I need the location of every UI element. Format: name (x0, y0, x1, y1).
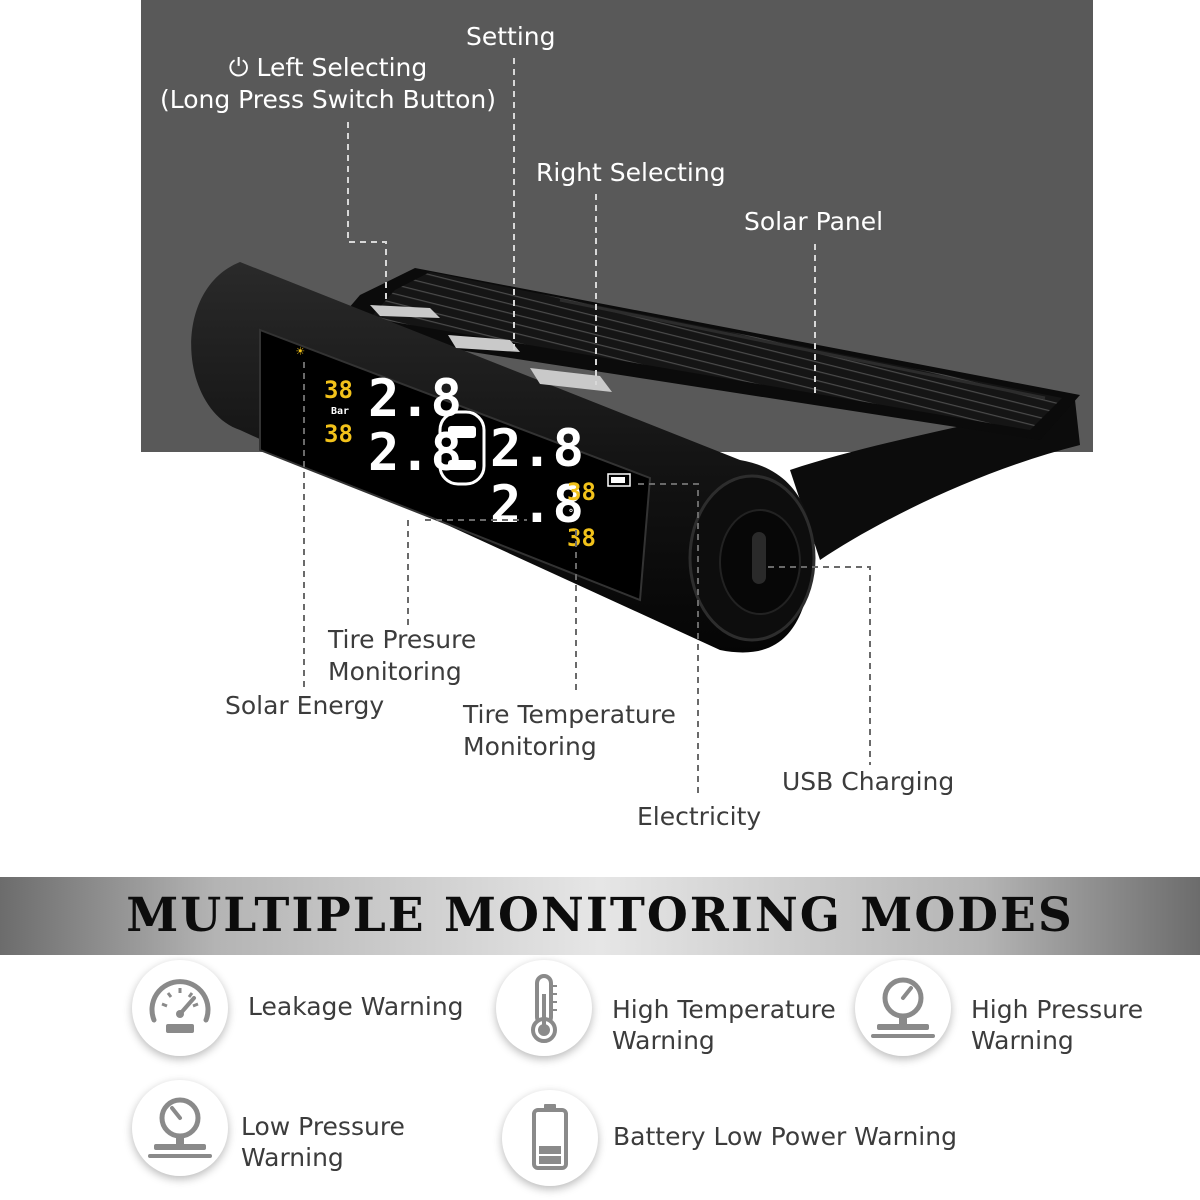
feature-label-line2: Warning (241, 1143, 344, 1172)
battery-icon (502, 1090, 598, 1186)
tire-temp-line1: Tire Temperature (463, 700, 676, 729)
car-icon (438, 410, 486, 486)
callout-solar-energy: Solar Energy (225, 691, 385, 720)
feature-low-pressure-warning: Low Pressure Warning (241, 1111, 405, 1173)
feature-label: Battery Low Power Warning (613, 1122, 957, 1151)
callout-left-selecting: ⏻ Left Selecting (Long Press Switch Butt… (158, 52, 498, 116)
feature-battery-low-power-warning: Battery Low Power Warning (613, 1121, 957, 1152)
solar-energy-indicator: ☀ (296, 344, 305, 360)
lcd-big-rear-left: 2.8 (368, 423, 462, 483)
feature-label-line2: Warning (612, 1026, 715, 1055)
feature-label-line2: Warning (971, 1026, 1074, 1055)
feature-high-pressure-warning: High Pressure Warning (971, 994, 1143, 1056)
right-button (530, 368, 612, 392)
stand-base (790, 400, 1080, 560)
power-icon: ⏻ (228, 53, 257, 82)
feature-label-line1: High Pressure (971, 995, 1144, 1024)
callout-setting: Setting (466, 22, 556, 51)
feature-label-line1: Low Pressure (241, 1112, 405, 1141)
usb-port (752, 532, 766, 584)
feature-label-line1: High Temperature (612, 995, 836, 1024)
lcd-small-right-bottom: 38 (567, 524, 596, 552)
setting-button (448, 335, 520, 352)
section-banner (0, 877, 1200, 955)
callout-solar-panel: Solar Panel (744, 207, 884, 236)
usb-charging-leader (768, 566, 871, 765)
callout-usb-charging: USB Charging (782, 767, 955, 796)
thermometer-icon (496, 960, 592, 1056)
tire-pressure-line1: Tire Presure (328, 625, 477, 654)
solar-panel-cells (370, 272, 1062, 430)
lcd-unit-celsius: °C (568, 508, 580, 519)
lcd-big-front-left: 2.8 (368, 369, 462, 429)
feature-label: Leakage Warning (248, 992, 464, 1021)
callout-right-selecting: Right Selecting (536, 158, 726, 187)
lcd-battery-indicator (607, 473, 631, 487)
lcd-big-rear-right: 2.8 (490, 475, 584, 535)
lcd-small-right-top: 38 (567, 478, 596, 506)
lcd-small-left-bottom: 38 (324, 420, 353, 448)
left-selecting-leader (347, 122, 387, 300)
lcd-small-left-top: 38 (324, 376, 353, 404)
lcd-big-front-right: 2.8 (490, 419, 584, 479)
pressure-gauge-icon (132, 1080, 228, 1176)
speedometer-icon (132, 960, 228, 1056)
tire-pressure-line2: Monitoring (328, 657, 462, 686)
lcd-readouts: ☀ 38 Bar 38 2.8 2.8 2.8 2.8 38 °C 38 (296, 344, 596, 552)
lcd-unit-bar: Bar (331, 406, 349, 417)
tire-temp-line2: Monitoring (463, 732, 597, 761)
feature-leakage-warning: Leakage Warning (248, 991, 464, 1022)
tpms-device-illustration: ☀ 38 Bar 38 2.8 2.8 2.8 2.8 38 °C 38 (191, 58, 1080, 795)
left-selecting-line1: ⏻ Left Selecting (158, 52, 498, 84)
callout-electricity: Electricity (637, 802, 762, 831)
feature-high-temperature-warning: High Temperature Warning (612, 994, 836, 1056)
electricity-leader (638, 483, 699, 795)
pressure-gauge-icon (855, 960, 951, 1056)
left-button (370, 305, 440, 318)
callout-tire-pressure: Tire Presure Monitoring (328, 624, 476, 688)
left-selecting-line2: (Long Press Switch Button) (159, 85, 497, 114)
left-selecting-label: Left Selecting (256, 53, 428, 82)
banner-title: MULTIPLE MONITORING MODES (126, 888, 1074, 943)
callout-tire-temperature: Tire Temperature Monitoring (463, 699, 676, 763)
